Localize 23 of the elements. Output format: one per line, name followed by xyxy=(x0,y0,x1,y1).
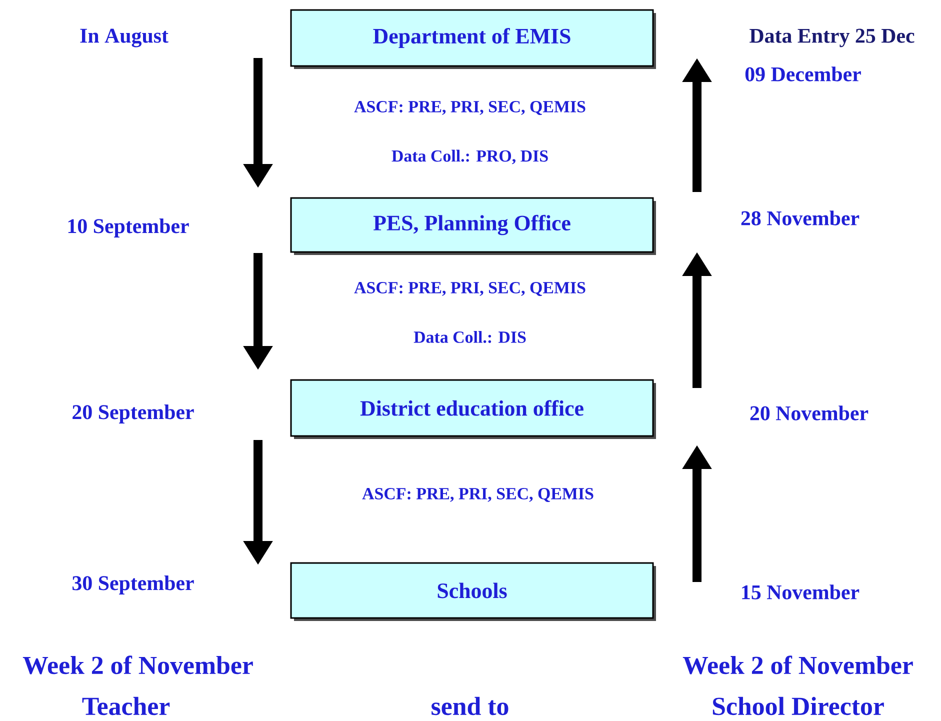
label: 15 November xyxy=(742,584,860,600)
label: ASCF: PRE, PRI, SEC, QEMIS xyxy=(362,488,594,502)
label: Week 2 of November xyxy=(22,656,253,674)
label: ASCF: PRE, PRI, SEC, QEMIS xyxy=(354,101,586,115)
process-box: District education office xyxy=(290,379,656,439)
label: Data Coll.: PRO, DIS xyxy=(392,150,548,164)
label: Data Coll.: DIS xyxy=(414,331,526,343)
label: In August xyxy=(80,28,168,48)
label: send to xyxy=(432,696,508,716)
label: ASCF: PRE, PRI, SEC, QEMIS xyxy=(354,282,586,296)
label: 28 November xyxy=(741,210,860,226)
process-box: Department of EMIS xyxy=(290,9,656,69)
label: 20 November xyxy=(750,406,868,420)
label: 10 September xyxy=(68,218,189,238)
label: Week 2 of November xyxy=(682,656,913,674)
label: 09 December xyxy=(745,66,861,82)
label: School Director xyxy=(712,696,884,716)
label: Data Entry 25 Dec xyxy=(750,28,914,48)
label: 30 September xyxy=(72,576,194,594)
label: Teacher xyxy=(82,696,170,716)
process-box: Schools xyxy=(290,562,656,621)
label: 20 September xyxy=(72,404,194,424)
process-box: PES, Planning Office xyxy=(290,197,656,255)
